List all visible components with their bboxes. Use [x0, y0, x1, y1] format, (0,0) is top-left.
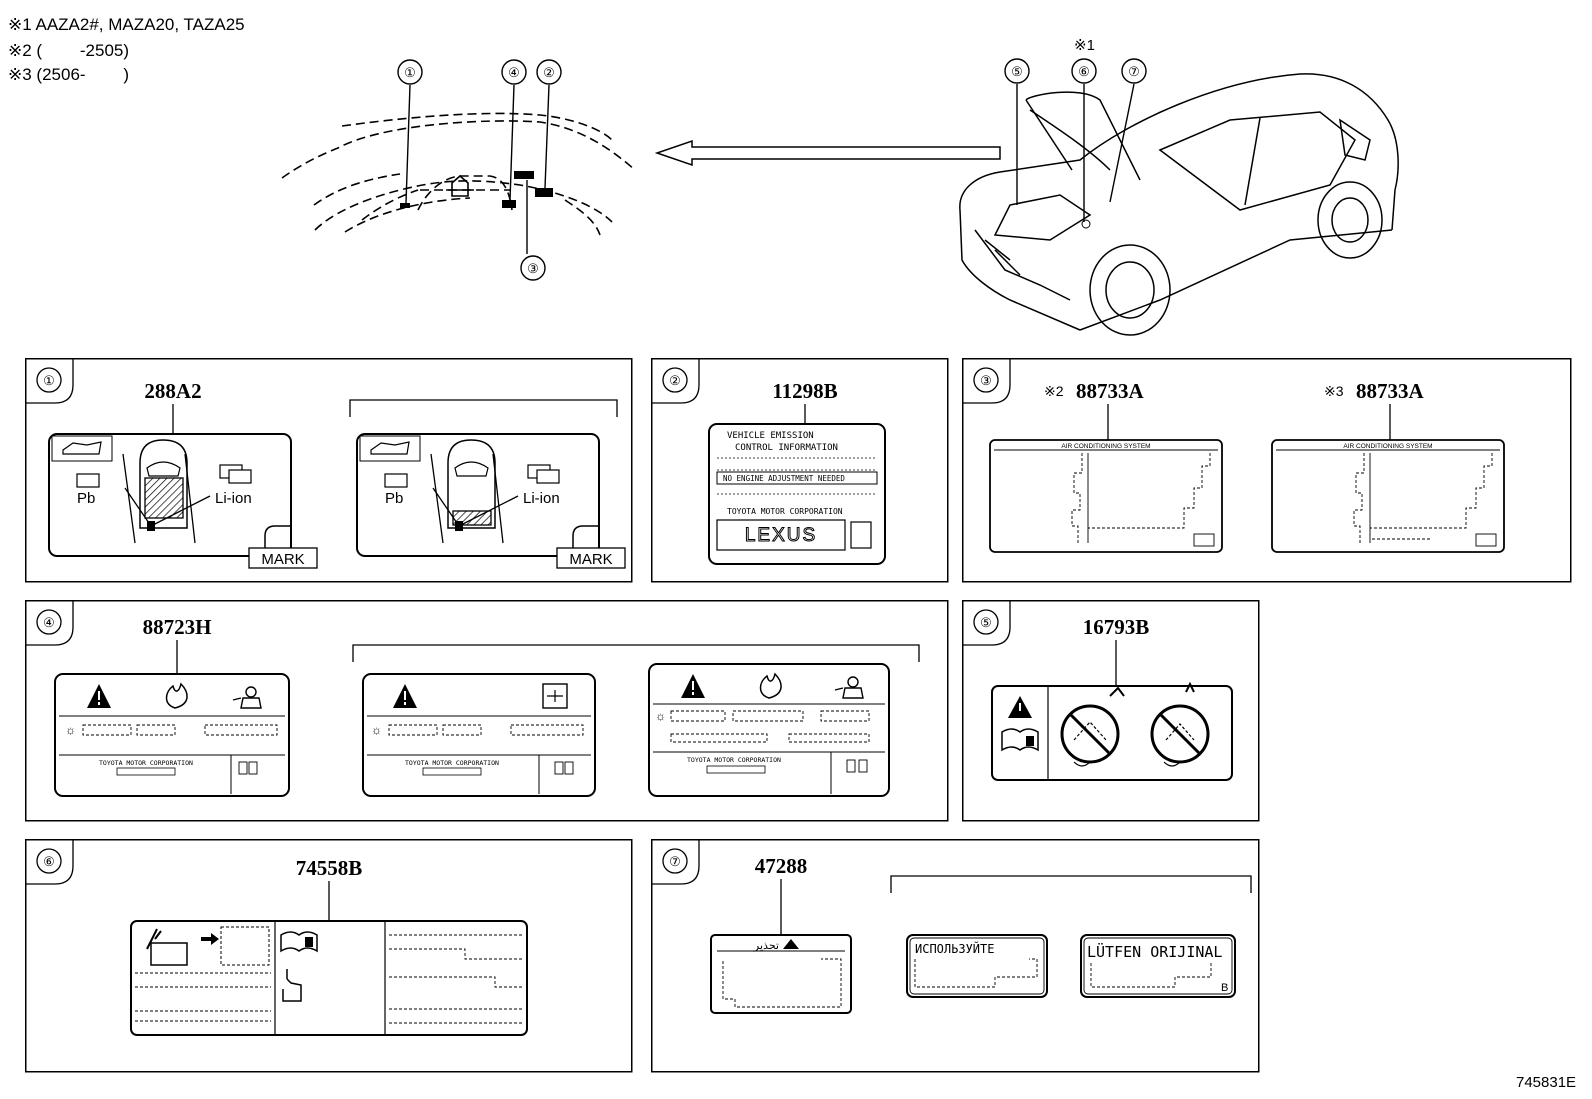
emission-line-4: TOYOTA MOTOR CORPORATION — [727, 507, 843, 516]
panel-5: ⑤ 16793B — [962, 600, 1260, 822]
label-47288-ru: ИСПОЛЬЗУЙТЕ — [906, 934, 1048, 998]
panel-1-part-number: 288A2 — [144, 379, 201, 403]
panel-6-num: ⑥ — [43, 854, 55, 869]
callout-circle-4 — [501, 59, 527, 85]
marker-4 — [502, 200, 516, 208]
star-1-label: ※1 — [1074, 37, 1095, 54]
panel-6-part-number: 74558B — [296, 856, 363, 880]
callout-circle-2 — [536, 59, 562, 85]
marker-2 — [535, 188, 553, 197]
leader-lines-car — [1016, 83, 1135, 222]
corp-text-c: TOYOTA MOTOR CORPORATION — [687, 756, 781, 764]
callout-num-6: ⑥ — [1078, 64, 1090, 79]
panel-5-num: ⑤ — [980, 615, 992, 630]
corp-text-b: TOYOTA MOTOR CORPORATION — [405, 759, 499, 767]
emission-line-1: VEHICLE EMISSION — [727, 431, 814, 441]
note-1: ※1 AAZA2#, MAZA20, TAZA25 — [8, 15, 245, 34]
label-74558b — [130, 920, 528, 1036]
label-liion-text: Li-ion — [215, 490, 252, 507]
sun-icon-a: ☼ — [65, 723, 76, 737]
label-47288-tr: LÜTFEN ORIJINAL B — [1080, 934, 1236, 998]
label-88723h-c: ☼ TOYOTA MOTOR CORPORATION — [648, 663, 890, 797]
direction-arrow — [654, 139, 1001, 167]
car-illustration — [959, 73, 1399, 336]
panel-4-num: ④ — [43, 615, 55, 630]
callout-num-2: ② — [543, 65, 555, 80]
mark-text-a: MARK — [261, 551, 304, 568]
bay-icon — [446, 174, 474, 197]
panel-3-num: ③ — [980, 373, 992, 388]
callout-circle-5 — [1004, 58, 1030, 84]
callout-circle-6 — [1071, 58, 1097, 84]
corp-text-a: TOYOTA MOTOR CORPORATION — [99, 759, 193, 767]
callout-num-7: ⑦ — [1128, 64, 1140, 79]
panel-3-part-a: 88733A — [1076, 379, 1145, 403]
panel-4-part-number: 88723H — [143, 615, 212, 639]
russian-text: ИСПОЛЬЗУЙТЕ — [915, 941, 994, 956]
label-288a2-a: Pb Li-ion MARK — [48, 433, 318, 569]
ac-title-b: AIR CONDITIONING SYSTEM — [1343, 443, 1432, 450]
panel-7: ⑦ 47288 تحذير ИСПОЛЬЗУЙТЕ LÜTFEN ORIJINA… — [651, 839, 1260, 1073]
panel-7-part-number: 47288 — [755, 854, 808, 878]
label-88723h-a: ☼ TOYOTA MOTOR CORPORATION — [54, 673, 290, 797]
callout-num-5: ⑤ — [1011, 64, 1023, 79]
ac-title-a: AIR CONDITIONING SYSTEM — [1061, 443, 1150, 450]
mark-text-b: MARK — [569, 551, 612, 568]
panel-1-num: ① — [43, 373, 55, 388]
leader-lines-top — [405, 84, 550, 254]
turkish-text: LÜTFEN ORIJINAL — [1087, 942, 1222, 961]
label-47288-warning: تحذير — [710, 934, 852, 1014]
sun-icon-b: ☼ — [371, 723, 382, 737]
label-liion-text-b: Li-ion — [523, 490, 560, 507]
panel-6: ⑥ 74558B — [25, 839, 633, 1073]
callout-circle-7 — [1121, 58, 1147, 84]
note-3: ※3 (2506- ) — [8, 65, 130, 84]
marker-1 — [400, 203, 410, 208]
callout-num-4: ④ — [508, 65, 520, 80]
panel-3: ③ ※2 88733A ※3 88733A AIR CONDITIONING S… — [962, 358, 1572, 583]
label-ac-b: AIR CONDITIONING SYSTEM — [1271, 439, 1505, 553]
panel-1: ① 288A2 Pb Li-ion MARK — [25, 358, 633, 583]
label-pb-text: Pb — [77, 490, 95, 507]
callout-circle-1 — [397, 59, 423, 85]
label-88723h-b: ☼ TOYOTA MOTOR CORPORATION — [362, 673, 596, 797]
panel-2-num: ② — [669, 373, 681, 388]
callout-num-1: ① — [404, 65, 416, 80]
emission-line-3: NO ENGINE ADJUSTMENT NEEDED — [723, 474, 845, 483]
note-2: ※2 ( -2505) — [8, 41, 130, 60]
lexus-brand: LEXUS — [745, 525, 817, 546]
figure-id: 745831E — [1516, 1074, 1577, 1091]
label-288a2-b: Pb Li-ion MARK — [356, 433, 626, 569]
marker-6 — [1081, 219, 1091, 229]
engine-bay-outline — [281, 112, 636, 236]
panel-3-part-b: 88733A — [1356, 379, 1425, 403]
label-ac-a: AIR CONDITIONING SYSTEM — [989, 439, 1223, 553]
overview-illustration: ① ④ ② ③ ⑤ ⑥ ⑦ ※1 — [281, 37, 1399, 336]
callout-circle-3 — [520, 255, 546, 281]
panel-5-part-number: 16793B — [1083, 615, 1150, 639]
callout-num-3: ③ — [527, 261, 539, 276]
label-16793b — [991, 681, 1233, 781]
panel-2-part-number: 11298B — [772, 379, 837, 403]
panel-3-star-b: ※3 — [1324, 383, 1344, 399]
label-pb-text-b: Pb — [385, 490, 403, 507]
marker-3 — [514, 171, 534, 179]
arabic-warning-text: تحذير — [753, 940, 779, 952]
panel-3-star-a: ※2 — [1044, 383, 1064, 399]
label-b-mark: B — [1221, 982, 1228, 994]
emission-line-2: CONTROL INFORMATION — [735, 443, 838, 453]
panel-2: ② 11298B VEHICLE EMISSION CONTROL INFORM… — [651, 358, 949, 583]
panel-4: ④ 88723H ☼ TOYOTA MOTOR CORPORATION ☼ — [25, 600, 949, 822]
label-emission: VEHICLE EMISSION CONTROL INFORMATION NO … — [708, 423, 886, 565]
sun-icon-c: ☼ — [655, 709, 666, 723]
panel-7-num: ⑦ — [669, 854, 681, 869]
